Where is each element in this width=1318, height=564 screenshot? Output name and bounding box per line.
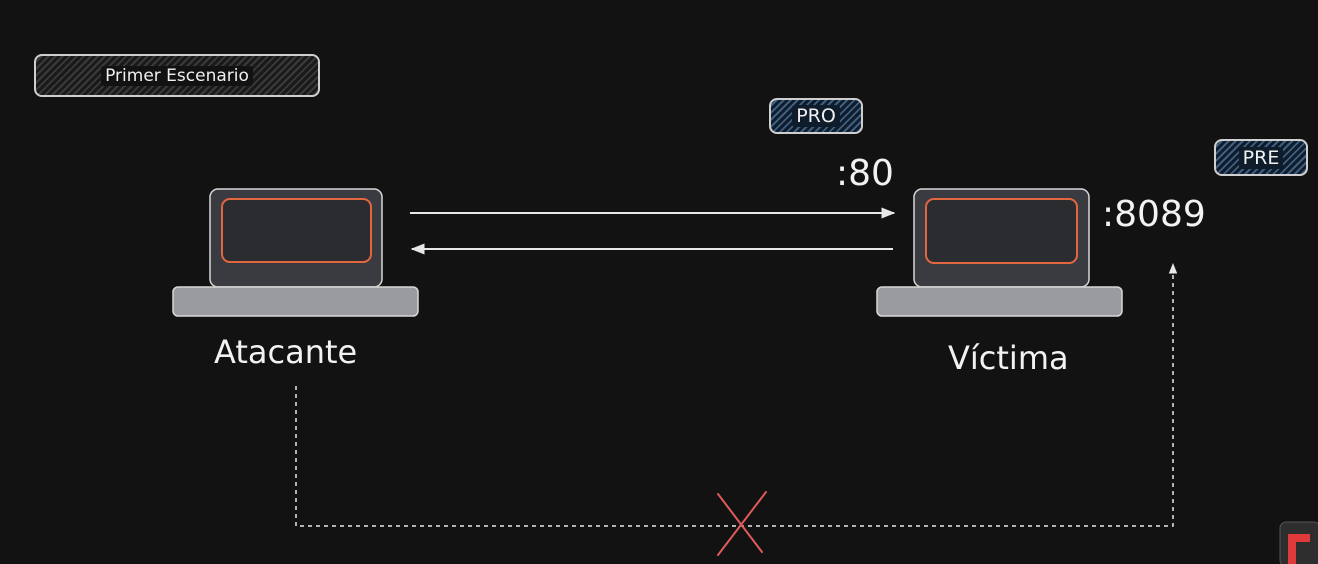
pre-tag-label: PRE: [1238, 146, 1284, 169]
attacker-laptop-icon: [172, 188, 419, 317]
pro-tag-label: PRO: [792, 105, 840, 127]
blocked-x-icon: [717, 491, 767, 556]
attacker-label: Atacante: [214, 333, 358, 371]
pre-tag: PRE: [1214, 139, 1308, 176]
scenario-tag: Primer Escenario: [34, 54, 320, 97]
victim-laptop-icon: [876, 188, 1123, 317]
blocked-connection-line: [295, 262, 1178, 527]
port-80-label: :80: [836, 153, 894, 194]
port-8089-label: :8089: [1102, 194, 1206, 235]
pro-tag: PRO: [769, 98, 863, 134]
victim-label: Víctima: [948, 339, 1069, 377]
scenario-tag-label: Primer Escenario: [101, 65, 253, 86]
corner-logo-icon: [1279, 521, 1318, 564]
